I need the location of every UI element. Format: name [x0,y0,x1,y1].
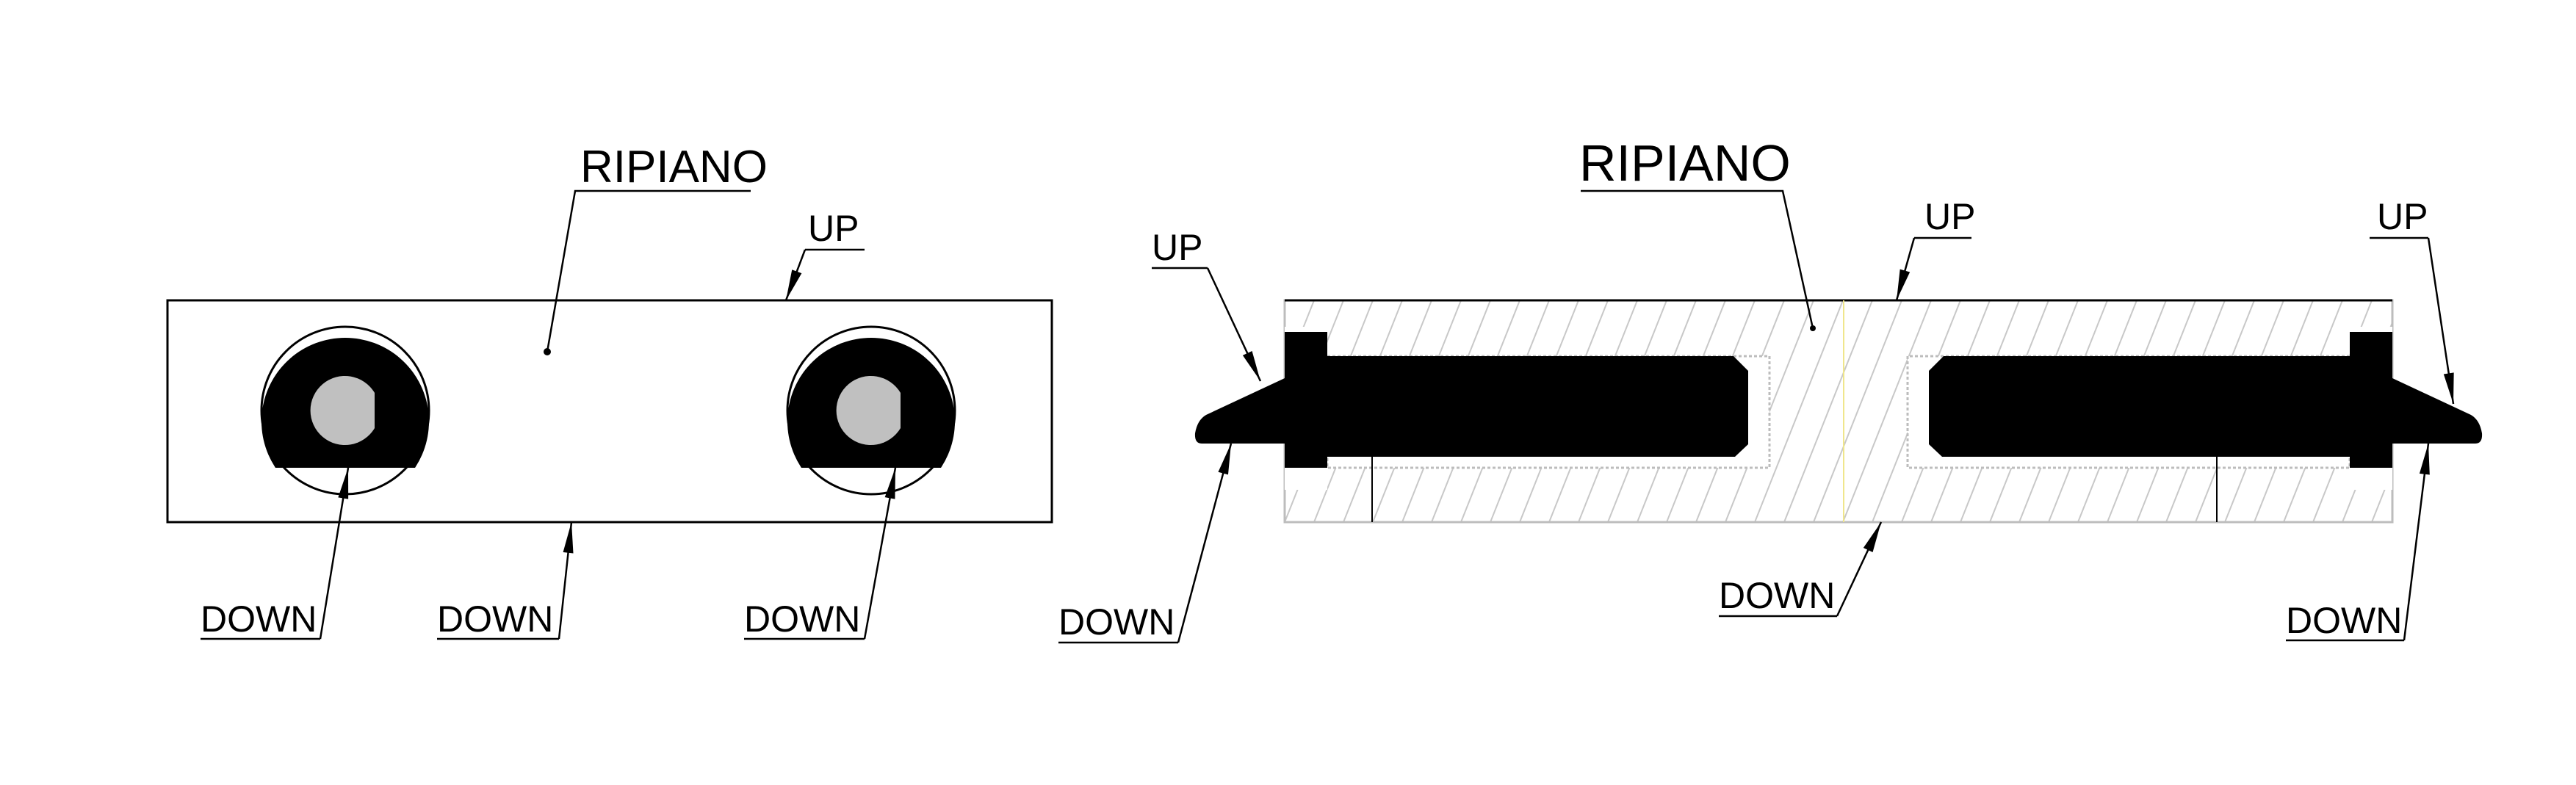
label-underline-leader [546,189,751,352]
label-ripiano: RIPIANO [580,142,768,192]
connector-section-left [1194,327,1771,522]
hatch-line [1842,300,1932,522]
left-view: RIPIANO UP DOWN DOWN DOWN [166,142,1053,640]
hatch-line [1020,300,1108,522]
pin-icon [836,376,901,445]
label-up: UP [808,208,859,249]
label-up: UP [2377,196,2428,237]
label-up: UP [1924,196,1975,237]
hatch-line [1783,300,1873,522]
label-down: DOWN [2286,600,2402,641]
hatch-line [1138,300,1226,522]
hatch-line [1050,300,1138,522]
arrowhead-icon [2419,444,2430,475]
label-up: UP [1152,227,1202,268]
arrowhead-icon [1242,350,1260,381]
hatch-line [1813,300,1902,522]
hatch-line [2489,300,2576,522]
hatch-line [1079,300,1167,522]
arrowhead-icon [1218,444,1231,475]
connector-body [1194,332,1748,468]
hatch-line [991,300,1079,522]
leader-dot [544,348,551,355]
leader-dot [1810,325,1816,331]
label-down: DOWN [437,598,553,640]
label-down: DOWN [1719,575,1835,616]
right-view: RIPIANO UP UP UP DOWN DOWN DOWN [991,134,2576,644]
label-ripiano: RIPIANO [1579,134,1791,192]
arrowhead-icon [338,468,349,499]
arrowhead-icon [563,522,574,554]
arrowhead-icon [1897,269,1911,300]
connector-right [786,325,956,496]
label-down: DOWN [201,598,317,640]
shelf-outline [166,299,1053,524]
leader-line [2403,443,2430,641]
connector-section-right [1906,327,2483,522]
label-down: DOWN [744,598,860,640]
leader-line [1177,443,1233,643]
arrowhead-icon [786,269,802,300]
pin-icon [310,376,375,445]
label-down: DOWN [1058,601,1175,643]
arrowhead-icon [884,468,895,499]
label-underline-leader [1581,189,1814,329]
hatch-line [2460,300,2548,522]
connector-left [260,325,430,496]
hatch-line [1108,300,1197,522]
arrowhead-icon [2443,372,2454,404]
arrowhead-icon [1863,522,1881,553]
hatch-line [1754,300,1844,522]
hatch-line [2519,300,2576,522]
connector-body [1929,332,2483,468]
